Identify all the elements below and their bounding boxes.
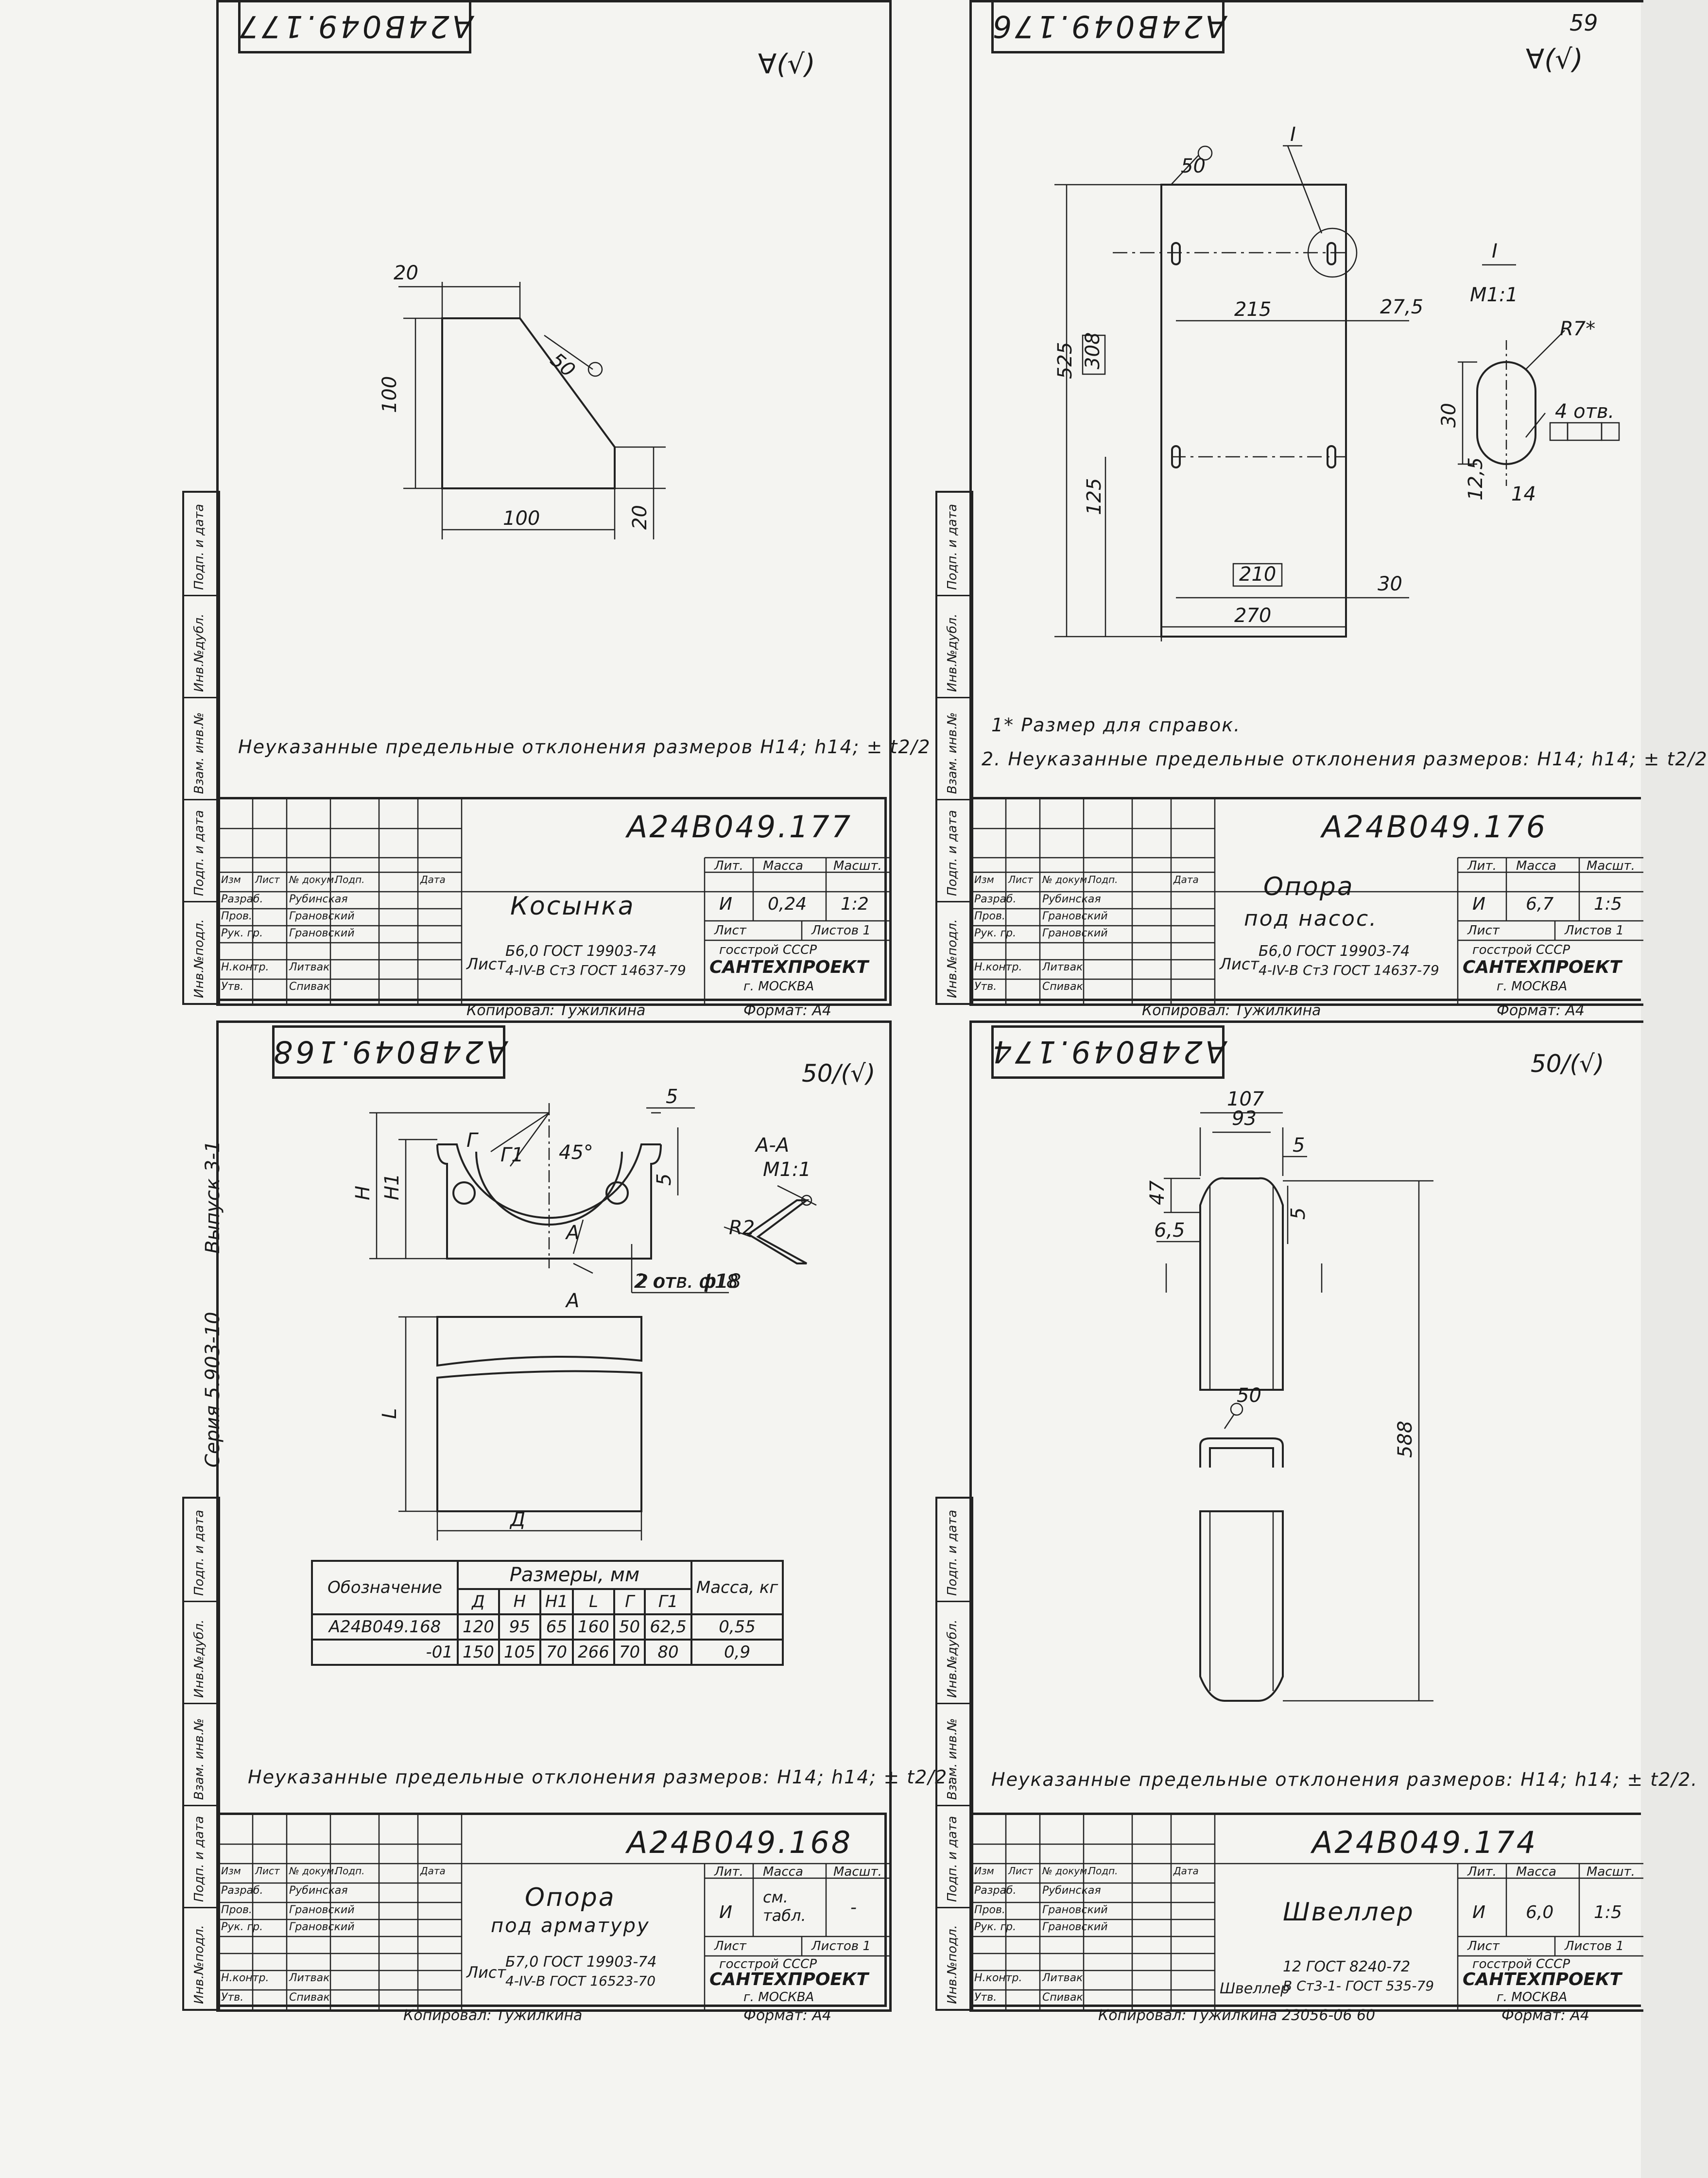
sheet-168-subtitle: под арматуру: [491, 1915, 650, 1937]
svg-text:5: 5: [666, 1086, 678, 1108]
page-number: 59: [1570, 10, 1598, 36]
svg-text:R7*: R7*: [1560, 318, 1595, 340]
sheet-174-scale: 1:5: [1594, 1902, 1622, 1922]
svg-text:30: 30: [1438, 403, 1460, 428]
sheet-177-mass: 0,24: [768, 894, 807, 914]
svg-text:А: А: [565, 1222, 579, 1244]
svg-text:93: 93: [1232, 1107, 1257, 1130]
sheet-168-note: Неуказанные предельные отклонения размер…: [248, 1766, 955, 1788]
svg-text:45°: 45°: [559, 1141, 593, 1164]
sheet-176-title-block: А24В049.176 Опора под насос. Лит. Масса …: [969, 797, 1643, 1003]
sheet-174-title: Швеллер: [1283, 1898, 1415, 1927]
sheet-177-drawing: 20 100 50 100 20: [379, 262, 666, 539]
svg-text:14: 14: [1511, 483, 1536, 505]
sheet-168-code: А24В049.168: [627, 1825, 853, 1860]
sheet-176-title: Опора: [1263, 872, 1354, 901]
sheet-176-code: А24В049.176: [1322, 809, 1548, 845]
sheet-168-side-strip: Инв.№подл. Подп. и дата Взам. инв.№ Инв.…: [182, 1497, 220, 2011]
sheet-168-title-block: А24В049.168 Опора под арматуру Лит. Масс…: [216, 1813, 889, 2009]
sheet-168-roughness: 50/(√): [802, 1059, 876, 1088]
sheet-168-frame: [216, 1020, 892, 2012]
svg-text:215: 215: [1234, 298, 1271, 321]
sheet-168-title: Опора: [525, 1883, 616, 1912]
sheet-174-side-strip: Инв.№подл. Подп. и дата Взам. инв.№ Инв.…: [935, 1497, 973, 2011]
svg-text:270: 270: [1234, 605, 1271, 627]
sheet-176-mass: 6,7: [1526, 894, 1554, 914]
sheet-177-title: Косынка: [510, 892, 635, 921]
svg-text:Г: Г: [466, 1129, 479, 1152]
svg-text:H: H: [352, 1186, 374, 1200]
sheet-174-frame: [969, 1020, 1643, 2012]
svg-text:5: 5: [1287, 1208, 1310, 1220]
svg-text:I: I: [1492, 240, 1498, 262]
svg-text:М1:1: М1:1: [1470, 284, 1518, 306]
svg-text:210: 210: [1239, 563, 1276, 586]
svg-text:107: 107: [1227, 1088, 1264, 1110]
svg-text:Г1: Г1: [500, 1144, 524, 1166]
svg-text:5: 5: [653, 1174, 675, 1186]
sheet-176-roughness: ∀(√): [1526, 44, 1583, 75]
sheet-176-frame: [969, 0, 1643, 1006]
svg-text:100: 100: [379, 376, 401, 413]
svg-text:Д: Д: [509, 1508, 525, 1531]
sheet-174-mass: 6,0: [1526, 1902, 1554, 1922]
dim-177-top: 20: [394, 262, 418, 284]
svg-text:100: 100: [503, 507, 540, 530]
sheet-174-roughness: 50/(√): [1531, 1050, 1604, 1078]
sheet-177-roughness: ∀(√): [758, 49, 815, 80]
sheet-168-scale: -: [850, 1898, 857, 1918]
sheet-177-code: А24В049.177: [627, 809, 853, 845]
svg-text:А-А: А-А: [754, 1134, 789, 1157]
svg-text:20: 20: [629, 505, 651, 530]
svg-text:4 отв.: 4 отв.: [1555, 400, 1614, 423]
sheet-176-note: 2. Неуказанные предельные отклонения раз…: [982, 748, 1708, 770]
sheet-177-side-strip: Инв.№подл. Подп. и дата Взам. инв.№ Инв.…: [182, 491, 220, 1005]
svg-text:50: 50: [1181, 155, 1206, 177]
sheet-174-title-block: А24В049.174 Швеллер Лит. Масса Масшт. И …: [969, 1813, 1643, 2009]
svg-text:308: 308: [1082, 332, 1104, 369]
sheet-176-side-strip: Инв.№подл. Подп. и дата Взам. инв.№ Инв.…: [935, 491, 973, 1005]
svg-text:R2: R2: [729, 1217, 755, 1239]
svg-text:30: 30: [1378, 573, 1402, 595]
sheet-177-title-block: А24В049.177 Косынка Лит. Масса Масшт. И …: [216, 797, 889, 1003]
sheet-176-note1: 1* Размер для справок.: [991, 714, 1241, 736]
svg-text:А: А: [565, 1290, 579, 1312]
sheet-174-note: Неуказанные предельные отклонения размер…: [991, 1769, 1698, 1790]
svg-text:47: 47: [1146, 1180, 1169, 1205]
sheet-177-scale: 1:2: [841, 894, 869, 914]
svg-text:12,5: 12,5: [1465, 457, 1487, 501]
svg-text:H1: H1: [381, 1173, 403, 1200]
sheet-176-subtitle: под насос.: [1244, 906, 1378, 931]
sheet-174-drawing: 107 93 5 47 6,5 5 588 50: [1146, 1088, 1433, 1702]
svg-text:2 отв. ф18: 2 отв. ф18: [634, 1270, 741, 1293]
sheet-176-drawing: 50 I 525 308 125 215 27,5 210 30 270 I М…: [1054, 123, 1620, 641]
svg-text:I: I: [1290, 123, 1296, 146]
sheet-168-mass: см. табл.: [763, 1888, 806, 1925]
sheet-174-code: А24В049.174: [1312, 1825, 1538, 1860]
svg-text:125: 125: [1083, 478, 1105, 515]
sheet-176-scale: 1:5: [1594, 894, 1622, 914]
sheet-177-note: Неуказанные предельные отклонения размер…: [238, 736, 931, 758]
svg-text:6,5: 6,5: [1154, 1219, 1185, 1242]
svg-text:50: 50: [1237, 1384, 1261, 1407]
svg-text:М1:1: М1:1: [763, 1158, 811, 1181]
svg-text:5: 5: [1293, 1134, 1305, 1157]
sheet-168-drawing: 5 H H1 Г Г1 45° 5 А А А-А М1:1 R2 2 отв.…: [352, 1086, 817, 1540]
svg-text:L: L: [379, 1408, 401, 1419]
svg-text:27,5: 27,5: [1380, 296, 1423, 318]
svg-text:588: 588: [1394, 1421, 1416, 1458]
svg-text:525: 525: [1054, 342, 1076, 379]
sheet-168-hole-label: 2 отв. ф18: [637, 1271, 739, 1292]
sheet-177-frame: [216, 0, 892, 1006]
